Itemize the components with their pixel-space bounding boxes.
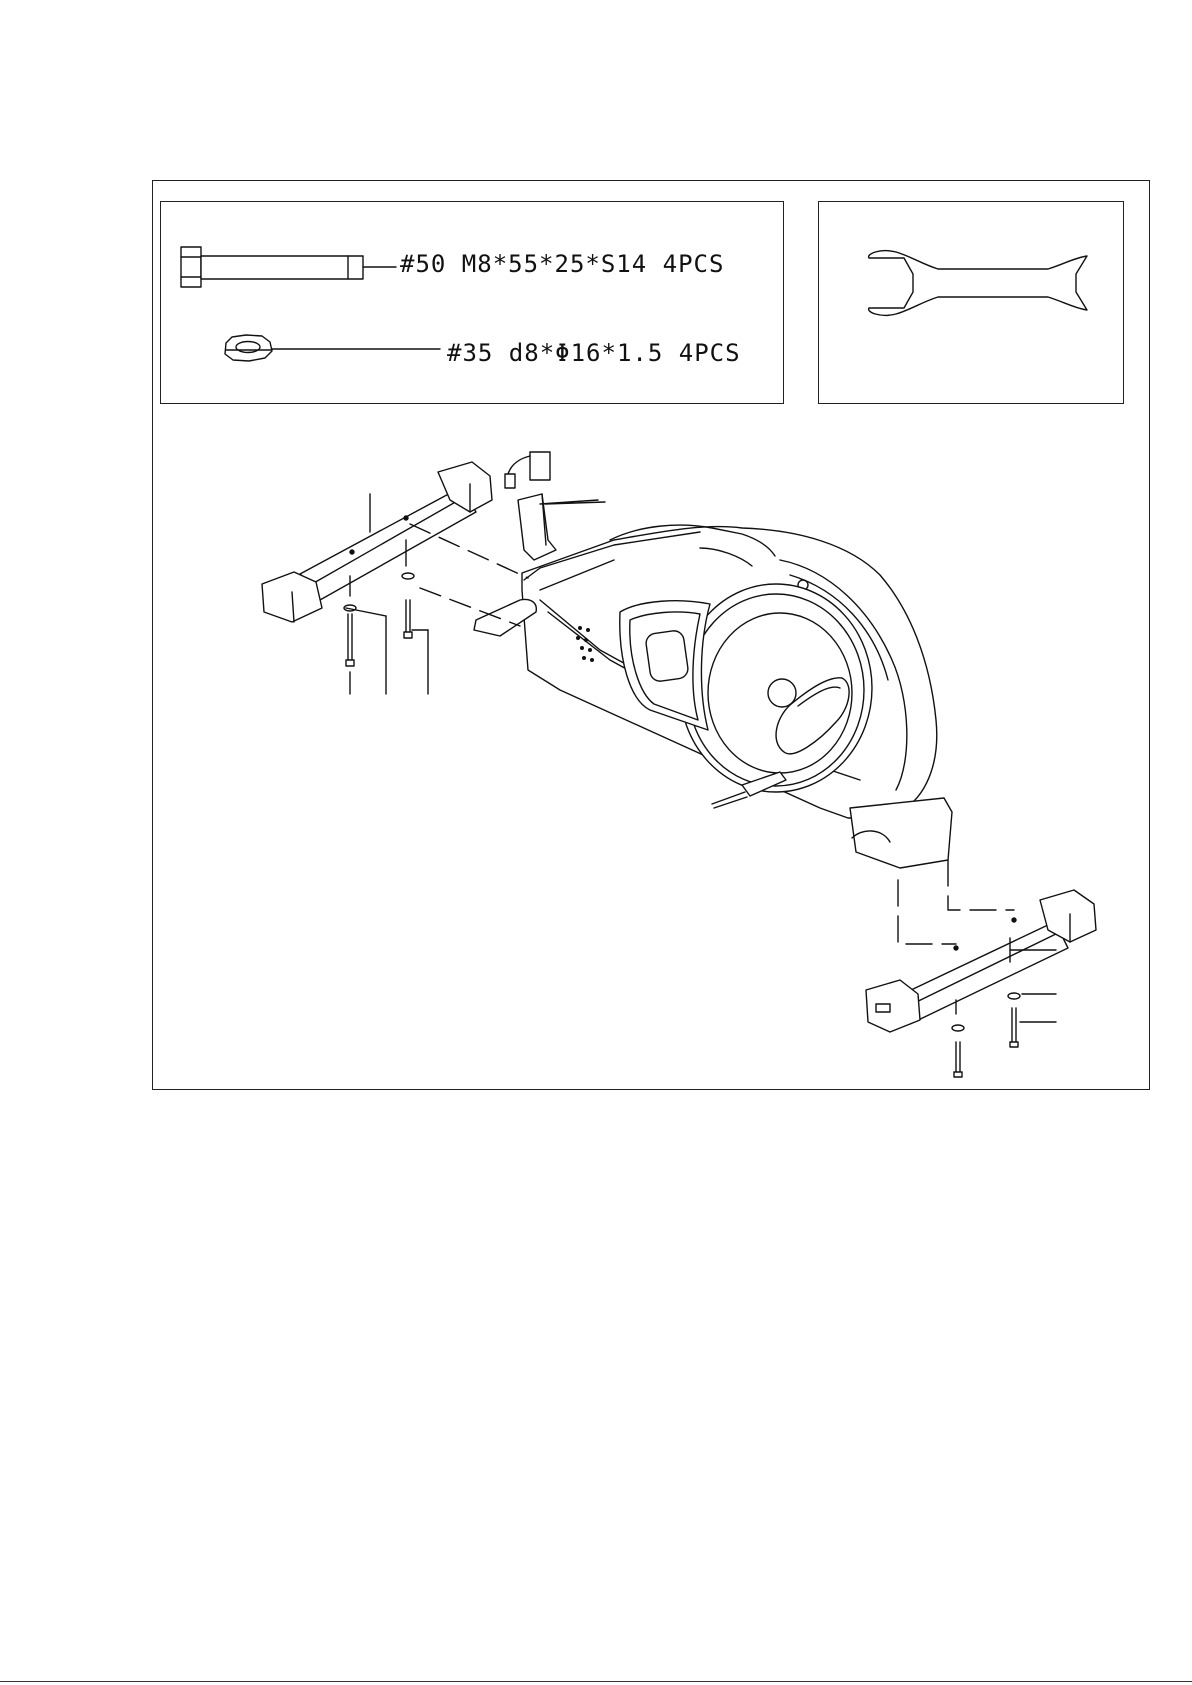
bolt-icon — [181, 247, 396, 287]
wrench-icon — [869, 251, 1087, 316]
rear-dashed-lines — [898, 860, 1014, 944]
rear-stabilizer — [866, 890, 1096, 1032]
washer-icon — [225, 335, 440, 361]
rear-bolts — [952, 993, 1020, 1077]
front-bolts — [344, 573, 414, 666]
frame-rear-foot — [850, 798, 952, 868]
front-stabilizer — [262, 462, 492, 622]
page-footer-rule — [0, 1681, 1192, 1682]
console-mast-bracket — [505, 452, 598, 560]
